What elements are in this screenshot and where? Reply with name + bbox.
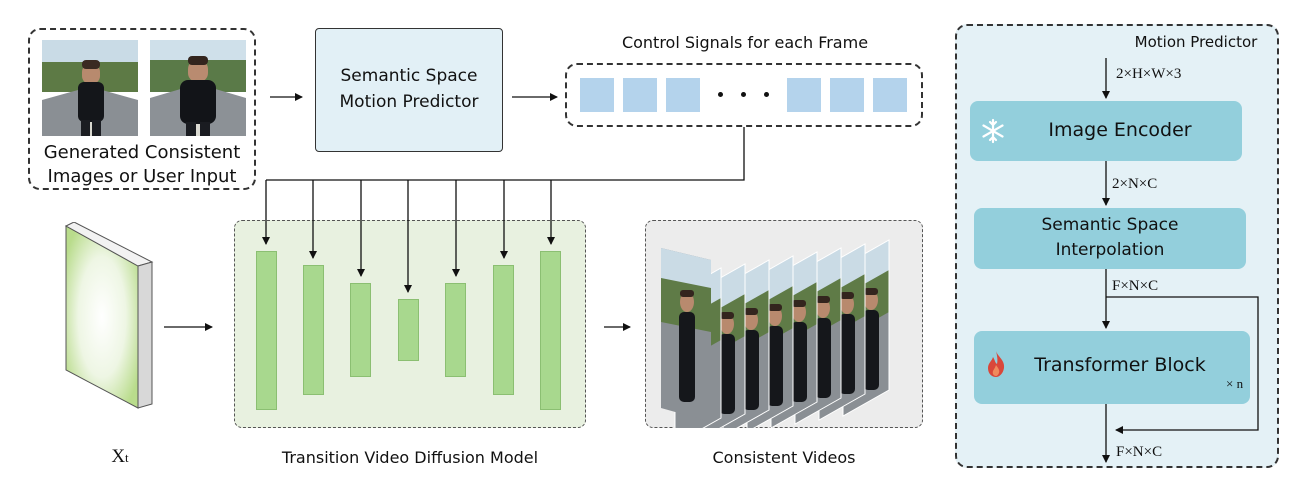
video-frames-stack	[661, 239, 890, 428]
diffusion-model-label: Transition Video Diffusion Model	[281, 448, 539, 467]
transformer-block-box	[974, 331, 1250, 404]
semantic-space-motion-predictor-box	[315, 28, 503, 152]
unet-block-6	[493, 265, 514, 395]
semantic-interpolation-box	[974, 208, 1246, 269]
unet-block-2	[303, 265, 324, 395]
control-signals-title: Control Signals for each Frame	[621, 33, 869, 52]
interp-label-line1: Semantic Space	[1041, 215, 1179, 235]
noise-label-subscript: t	[125, 450, 129, 465]
noise-label: Xt	[95, 446, 145, 468]
signal-frame-6	[873, 78, 907, 112]
signal-frame-3	[666, 78, 700, 112]
unet-block-3	[350, 283, 371, 377]
predictor-label-line2: Motion Predictor	[339, 92, 479, 112]
encoded-shape-label: 2×N×C	[1112, 176, 1158, 192]
image-encoder-box	[970, 101, 1242, 161]
input-caption-line2: Images or User Input	[47, 166, 237, 187]
motion-predictor-title: Motion Predictor	[1134, 33, 1258, 51]
output-shape-label: F×N×C	[1116, 444, 1163, 460]
input-photo-1	[42, 40, 138, 136]
unet-block-5	[445, 283, 466, 377]
snowflake-icon	[980, 118, 1006, 144]
noise-label-x: X	[111, 446, 126, 467]
repeat-label: × n	[1226, 376, 1244, 391]
input-caption-line1: Generated Consistent	[43, 142, 241, 163]
ellipsis-dot	[718, 92, 723, 97]
transformer-block-label: Transformer Block	[1034, 354, 1206, 376]
control-signals-box	[565, 63, 923, 127]
output-videos-label: Consistent Videos	[712, 448, 856, 467]
input-shape-label: 2×H×W×3	[1116, 66, 1182, 82]
signal-frame-2	[623, 78, 657, 112]
ellipsis-dot	[764, 92, 769, 97]
input-photo-2	[150, 40, 246, 136]
signal-frame-5	[830, 78, 864, 112]
interp-shape-label: F×N×C	[1112, 278, 1159, 294]
interp-label-line2: Interpolation	[1055, 240, 1165, 260]
flame-icon	[984, 350, 1008, 378]
predictor-label-line1: Semantic Space	[340, 66, 478, 86]
ellipsis-dot	[741, 92, 746, 97]
noise-latent-slab	[60, 221, 160, 412]
signal-frame-1	[580, 78, 614, 112]
input-images-panel	[28, 28, 256, 190]
signal-frame-4	[787, 78, 821, 112]
unet-block-1	[256, 251, 277, 410]
unet-block-7	[540, 251, 561, 410]
unet-block-4	[398, 299, 419, 361]
image-encoder-label: Image Encoder	[1048, 119, 1192, 141]
